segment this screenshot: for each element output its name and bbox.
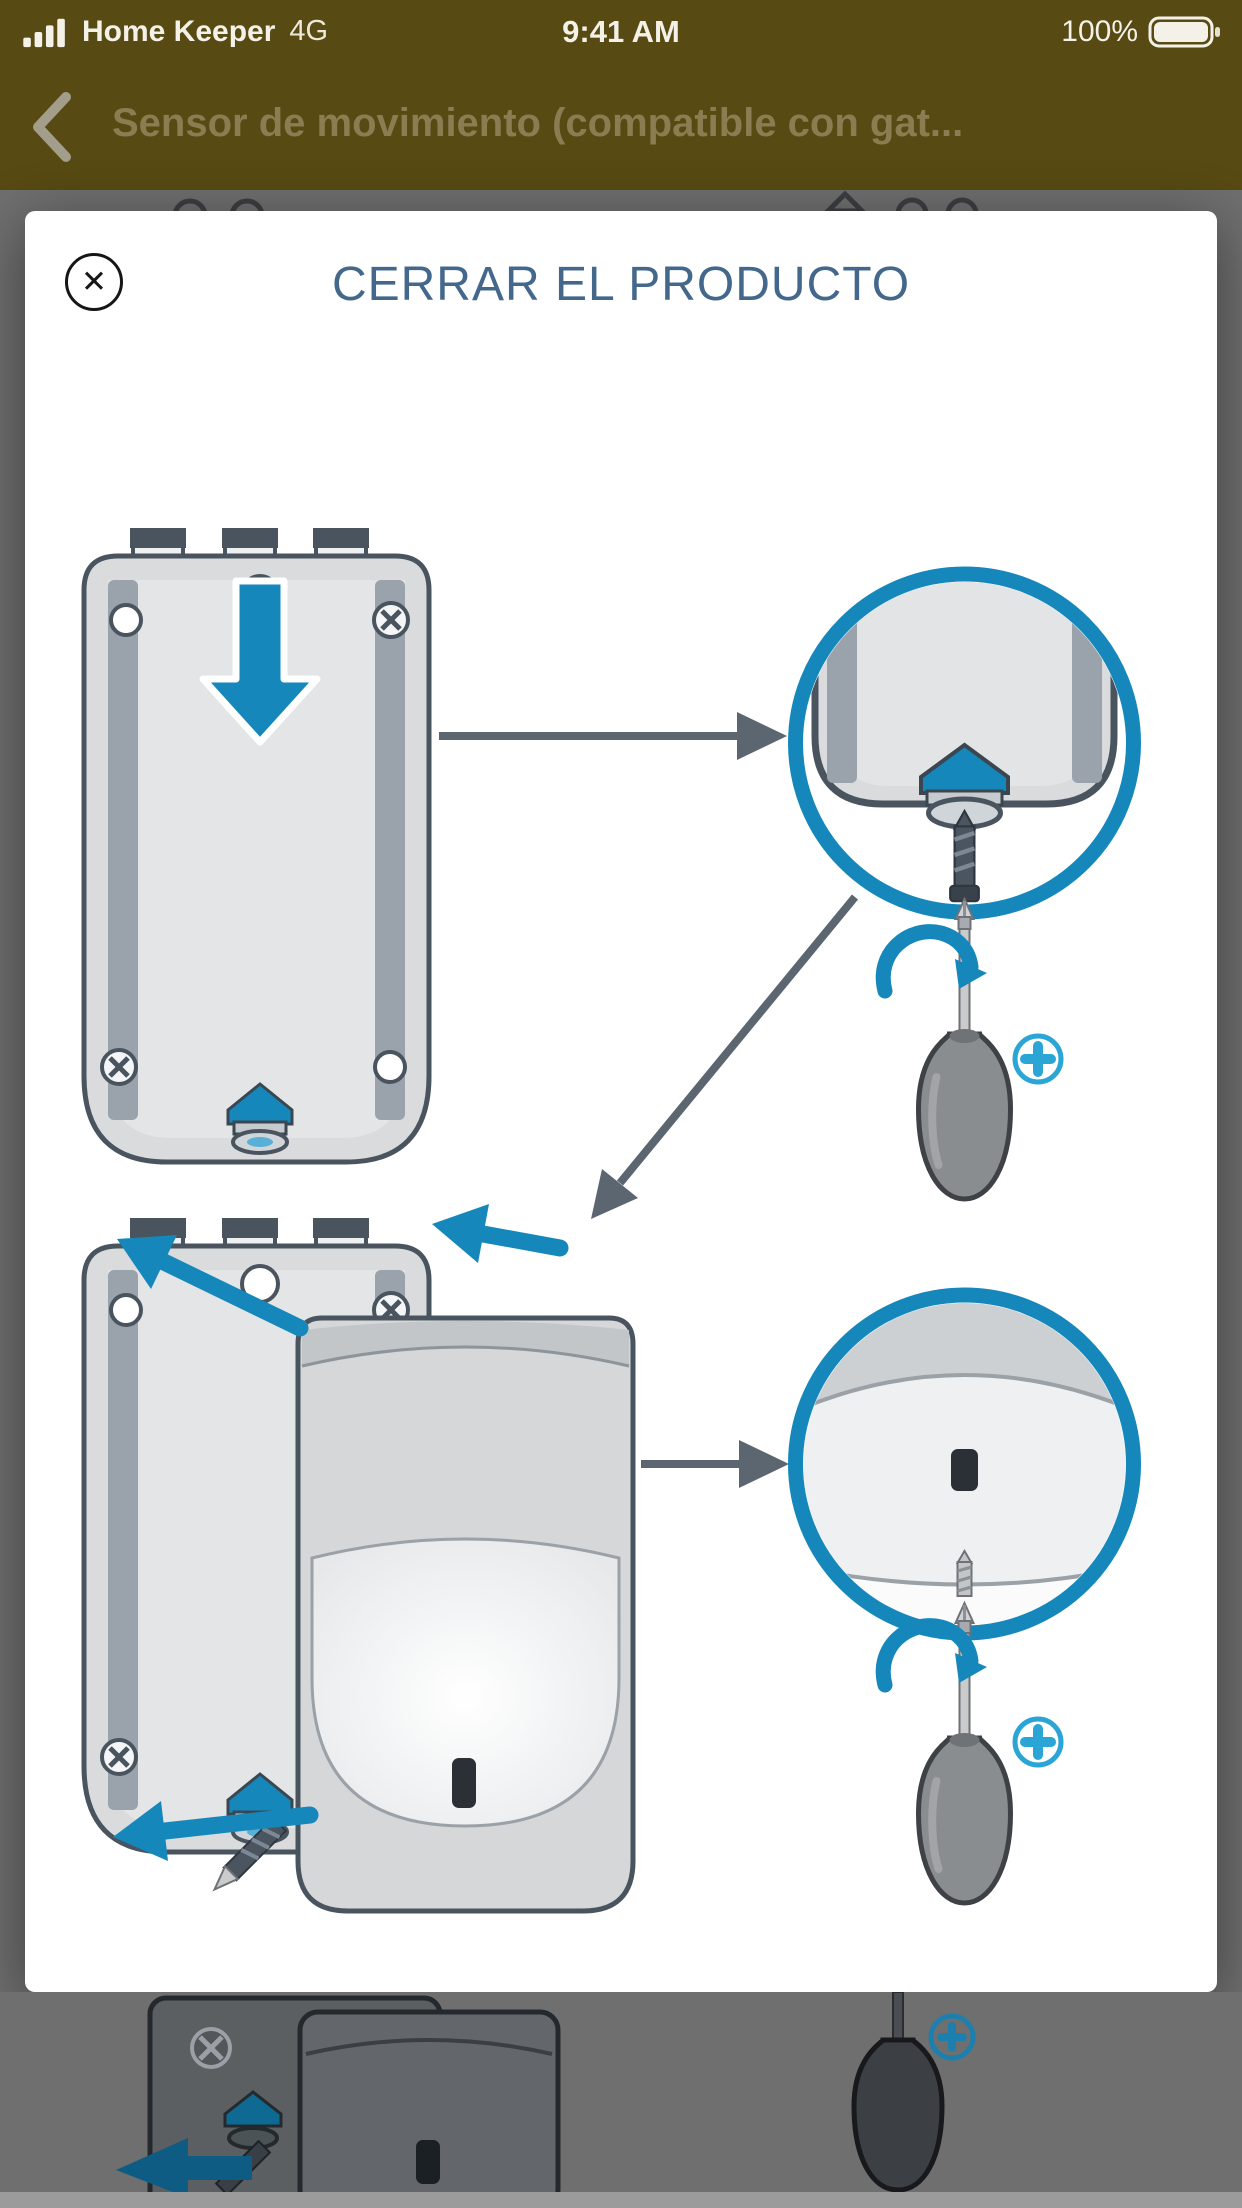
nav-bar: Sensor de movimiento (compatible con gat… [0,63,1242,190]
status-bar: Home Keeper 4G 9:41 AM 100% [0,0,1242,63]
rotate-clockwise-icon-1 [883,932,987,991]
close-button[interactable]: ✕ [65,253,123,311]
page-title: Sensor de movimiento (compatible con gat… [112,101,964,145]
dimmed-attach-arrow [116,2138,252,2198]
carrier-name: Home Keeper [82,14,276,48]
arrow-to-step2 [591,894,859,1219]
attach-arrow-top-right [432,1204,569,1263]
back-button[interactable] [26,89,78,165]
slide-down-arrow [199,577,321,746]
app-header: Home Keeper 4G 9:41 AM 100% Sensor de mo… [0,0,1242,190]
phillips-screw-icon-1 [1015,1036,1061,1082]
instruction-diagram [25,211,1141,1992]
clock: 9:41 AM [562,13,680,49]
battery-percentage: 100% [1061,14,1138,48]
arrow-to-detail-2 [641,1440,789,1488]
attach-arrow-bottom [113,1801,319,1861]
close-icon: ✕ [81,264,107,299]
close-product-modal: ✕ CERRAR EL PRODUCTO [25,211,1217,1992]
signal-bars-icon [23,18,65,47]
chevron-left-icon [33,92,71,162]
attach-arrow-top-left [117,1235,309,1337]
sensor-front-cover [298,1318,633,1911]
dimmed-sensor-cover [297,2009,561,2208]
zoom-detail-circle-2 [788,1287,1141,1641]
modal-title: CERRAR EL PRODUCTO [331,258,911,311]
arrow-to-detail-1 [439,712,787,760]
zoom-detail-circle-1 [788,566,1141,920]
dimmed-page-edge [0,2192,1242,2208]
phillips-screw-icon-2 [1015,1719,1061,1765]
dimmed-screwdriver [851,1992,976,2193]
dimmed-underlying-content-top [173,190,979,211]
battery-icon [1148,16,1220,47]
network-type: 4G [289,15,329,47]
loosened-screw [212,1816,288,1892]
dimmed-background-content [0,1992,1242,2208]
